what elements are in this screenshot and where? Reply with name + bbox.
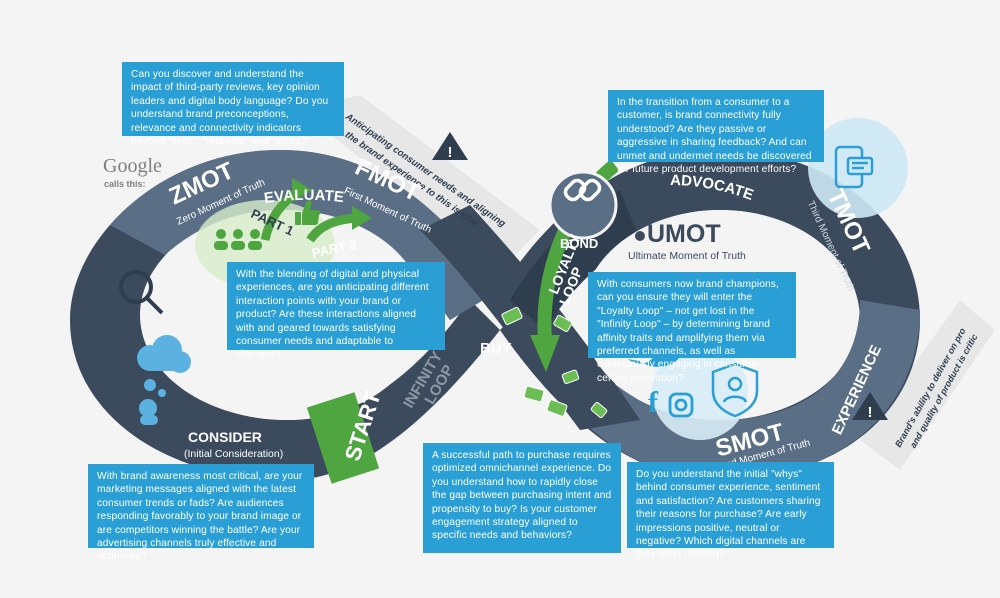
warning-band-right	[860, 300, 995, 470]
evaluate-arrow-1-head	[292, 178, 312, 202]
svg-text:!: !	[868, 404, 873, 421]
link-icon	[563, 178, 602, 202]
buy-question-box: A successful path to purchase requires o…	[423, 443, 621, 553]
umot-question-box: With consumers now brand champions, can …	[588, 272, 796, 384]
fmot-question-box: With the blending of digital and physica…	[227, 262, 445, 360]
smot-segment	[530, 300, 920, 480]
evaluate-arrow-2-head	[352, 206, 372, 230]
start-badge	[306, 392, 380, 484]
thumbs-up-icon	[295, 200, 321, 225]
umot-dot	[635, 231, 645, 241]
instagram-icon	[668, 392, 694, 418]
buy-crossover	[420, 205, 640, 430]
smot-question-box: Do you understand the initial "whys" beh…	[627, 462, 834, 560]
buy-label: BUY	[480, 340, 512, 357]
consider-sub-label: (Initial Consideration)	[184, 448, 283, 460]
search-icon	[119, 270, 164, 315]
loyalty-arrow-head	[530, 335, 560, 372]
facebook-icon: f	[648, 386, 659, 419]
evaluate-label: EVALUATE	[263, 187, 345, 207]
tmot-question-box: In the transition from a consumer to a c…	[608, 90, 824, 175]
evaluate-arrow-2	[306, 213, 356, 243]
svg-text:!: !	[448, 144, 453, 161]
money-icon	[501, 306, 608, 419]
umot-subtitle: Ultimate Moment of Truth	[628, 250, 746, 262]
consider-label: CONSIDER	[188, 429, 262, 445]
umot-title: UMOT	[647, 220, 721, 248]
bond-label: BOND	[560, 236, 598, 251]
warning-icon-right: !	[852, 392, 888, 421]
google-brand: Google	[103, 155, 162, 177]
shield-user-icon	[711, 362, 759, 418]
cloud-thought-icon	[137, 335, 191, 425]
zmot-question-box: Can you discover and understand the impa…	[122, 62, 344, 147]
phone-chat-icon	[834, 145, 874, 189]
people-icon	[214, 229, 262, 250]
google-calls-this: calls this:	[104, 179, 146, 189]
consider-question-box: With brand awareness most critical, are …	[88, 464, 314, 562]
zmot-fmot-segment	[110, 150, 500, 320]
warning-icon: !	[432, 132, 468, 161]
